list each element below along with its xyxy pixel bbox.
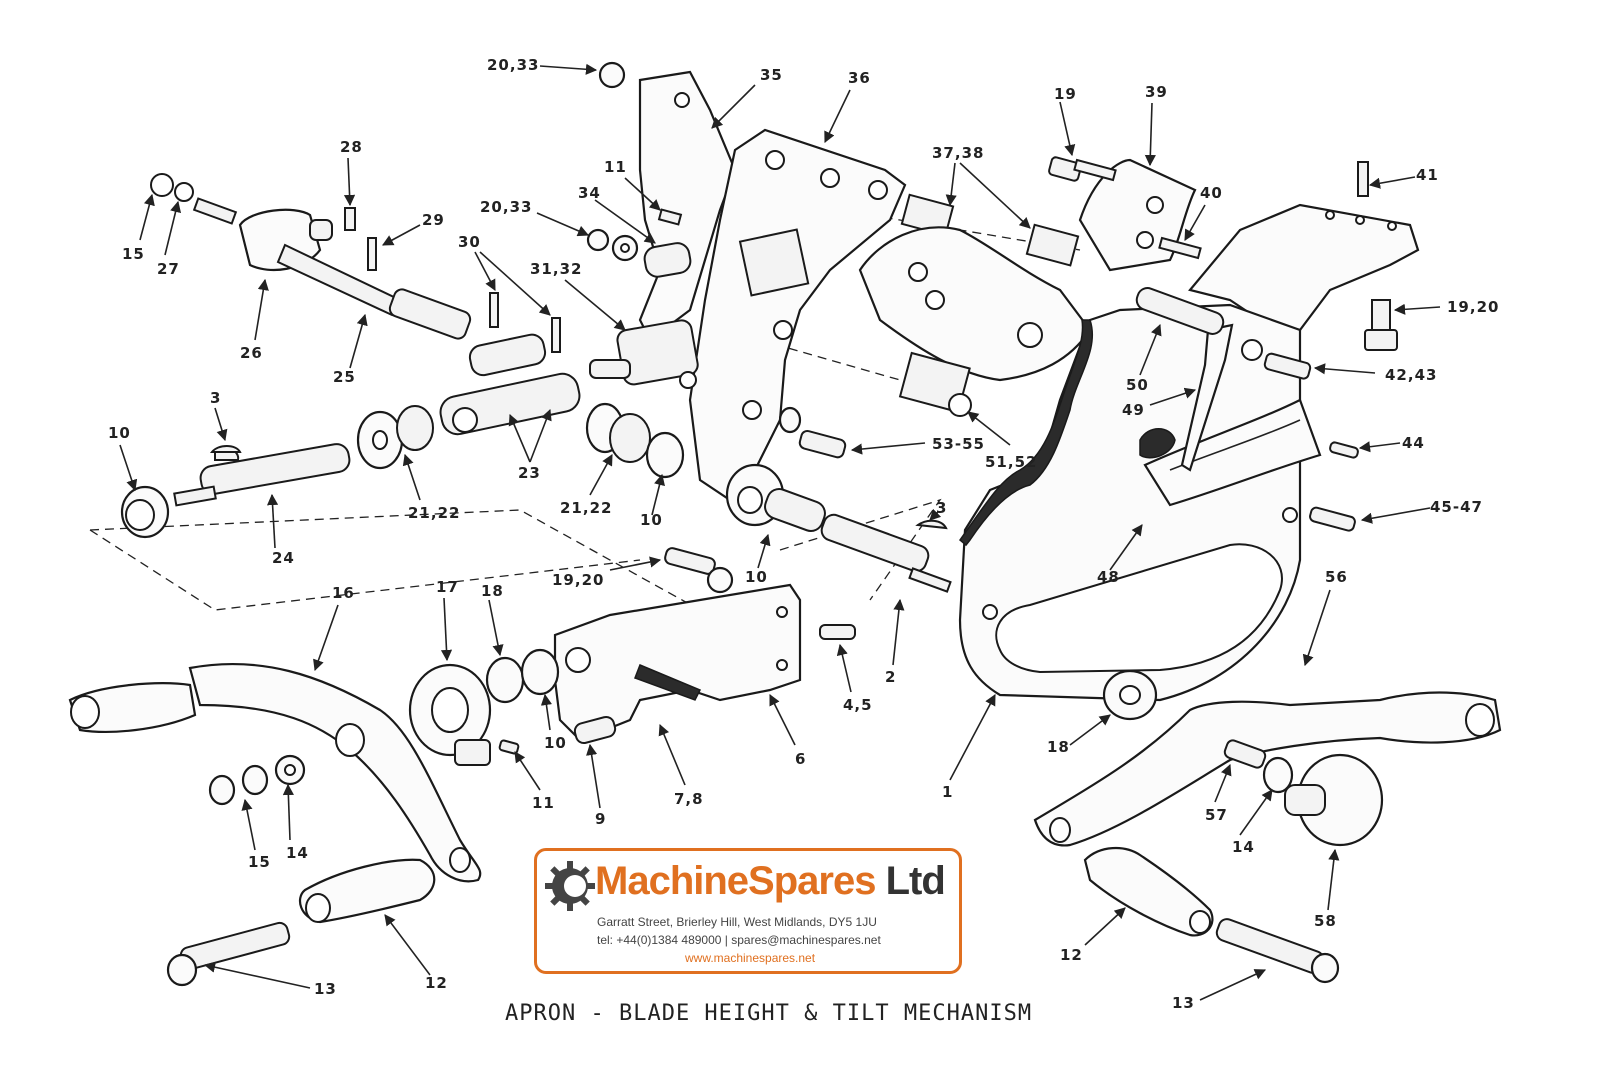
label-45-47: 45-47 bbox=[1430, 498, 1483, 516]
label-13-right: 13 bbox=[1172, 994, 1195, 1012]
part-36-main-plate bbox=[688, 128, 907, 502]
label-10-left: 10 bbox=[108, 424, 131, 442]
brand-spares: Spares bbox=[748, 859, 876, 903]
label-35: 35 bbox=[760, 66, 783, 84]
label-10-bottom: 10 bbox=[544, 734, 567, 752]
label-26: 26 bbox=[240, 344, 263, 362]
label-19-20-right: 19,20 bbox=[1447, 298, 1499, 316]
part-56-right-crank bbox=[1033, 669, 1502, 847]
part-12-right-handle bbox=[1083, 846, 1214, 937]
label-50: 50 bbox=[1126, 376, 1149, 394]
label-10-low: 10 bbox=[745, 568, 768, 586]
brand-machine: Machine bbox=[595, 859, 749, 903]
part-21-22-washers bbox=[356, 402, 685, 479]
gear-icon bbox=[545, 861, 595, 911]
label-1: 1 bbox=[942, 783, 953, 801]
part-37-38-blocks bbox=[900, 193, 1080, 267]
company-address: Garratt Street, Brierley Hill, West Midl… bbox=[597, 915, 877, 929]
part-31-32-nut-block bbox=[589, 319, 699, 389]
label-3-left: 3 bbox=[210, 389, 221, 407]
label-40: 40 bbox=[1200, 184, 1223, 202]
label-36: 36 bbox=[848, 69, 871, 87]
part-24-shaft bbox=[120, 443, 351, 539]
label-11-top: 11 bbox=[604, 158, 627, 176]
part-tilt-bracket bbox=[1188, 161, 1420, 332]
label-18-left: 18 bbox=[481, 582, 504, 600]
label-56: 56 bbox=[1325, 568, 1348, 586]
label-51-52: 51,52 bbox=[985, 453, 1037, 471]
part-6-bracket bbox=[553, 583, 802, 745]
label-10-mid: 10 bbox=[640, 511, 663, 529]
label-19-top: 19 bbox=[1054, 85, 1077, 103]
company-website: www.machinespares.net bbox=[685, 951, 816, 965]
label-49: 49 bbox=[1122, 401, 1145, 419]
part-49-pointer bbox=[1135, 287, 1263, 472]
label-12-left: 12 bbox=[425, 974, 448, 992]
label-44: 44 bbox=[1402, 434, 1425, 452]
part-58-knob bbox=[1223, 739, 1384, 847]
label-13-left: 13 bbox=[314, 980, 337, 998]
diagram-title: APRON - BLADE HEIGHT & TILT MECHANISM bbox=[505, 1001, 1032, 1026]
company-contact: tel: +44(0)1384 489000 | spares@machines… bbox=[597, 933, 881, 947]
label-14-right: 14 bbox=[1232, 838, 1255, 856]
label-18-right: 18 bbox=[1047, 738, 1070, 756]
label-15-bottom: 15 bbox=[248, 853, 271, 871]
part-13-left-bolt bbox=[166, 921, 291, 987]
label-30: 30 bbox=[458, 233, 481, 251]
label-29: 29 bbox=[422, 211, 445, 229]
label-25: 25 bbox=[333, 368, 356, 386]
label-2: 2 bbox=[885, 668, 896, 686]
label-34: 34 bbox=[578, 184, 601, 202]
label-57: 57 bbox=[1205, 806, 1228, 824]
label-6: 6 bbox=[795, 750, 806, 768]
label-58: 58 bbox=[1314, 912, 1337, 930]
label-21-22-left: 21,22 bbox=[408, 504, 460, 522]
label-48: 48 bbox=[1097, 568, 1120, 586]
part-number-labels: 20,33 35 36 19 39 37,38 28 11 34 40 41 2… bbox=[108, 56, 1499, 1012]
label-28: 28 bbox=[340, 138, 363, 156]
label-15-top: 15 bbox=[122, 245, 145, 263]
part-2-shaft bbox=[725, 463, 952, 593]
label-21-22-mid: 21,22 bbox=[560, 499, 612, 517]
label-53-55: 53-55 bbox=[932, 435, 985, 453]
small-hardware bbox=[209, 61, 1398, 755]
label-14-left: 14 bbox=[286, 844, 309, 862]
brand-ltd: Ltd bbox=[875, 859, 946, 903]
label-16: 16 bbox=[332, 584, 355, 602]
part-1-quadrant-body bbox=[958, 303, 1302, 702]
part-16-left-crank bbox=[68, 662, 482, 883]
label-42-43: 42,43 bbox=[1385, 366, 1437, 384]
company-logo-card: MachineSpares Ltd Garratt Street, Brierl… bbox=[534, 848, 962, 974]
label-37-38: 37,38 bbox=[932, 144, 984, 162]
leader-arrows bbox=[119, 63, 1441, 1001]
leadscrew-thread bbox=[276, 243, 402, 317]
label-11-bottom: 11 bbox=[532, 794, 555, 812]
label-7-8: 7,8 bbox=[674, 790, 704, 808]
part-23-coupling bbox=[439, 333, 581, 436]
label-20-33-mid: 20,33 bbox=[480, 198, 532, 216]
label-3-right: 3 bbox=[936, 499, 947, 517]
part-trunnion bbox=[858, 226, 1092, 417]
part-12-left-handle bbox=[298, 858, 436, 924]
label-27: 27 bbox=[157, 260, 180, 278]
label-23: 23 bbox=[518, 464, 541, 482]
label-39: 39 bbox=[1145, 83, 1168, 101]
label-19-20-mid: 19,20 bbox=[552, 571, 604, 589]
part-15-14-left-nuts bbox=[208, 754, 306, 806]
company-name: MachineSpares Ltd bbox=[595, 859, 946, 904]
part-26-25-leadscrew bbox=[150, 173, 472, 340]
label-12-right: 12 bbox=[1060, 946, 1083, 964]
label-31-32: 31,32 bbox=[530, 260, 582, 278]
label-41: 41 bbox=[1416, 166, 1439, 184]
label-24: 24 bbox=[272, 549, 295, 567]
label-20-33-top: 20,33 bbox=[487, 56, 539, 74]
label-17: 17 bbox=[436, 578, 459, 596]
part-13-right-bolt bbox=[1215, 918, 1340, 984]
label-9: 9 bbox=[595, 810, 606, 828]
part-17-collar bbox=[408, 648, 560, 766]
label-4-5: 4,5 bbox=[843, 696, 873, 714]
